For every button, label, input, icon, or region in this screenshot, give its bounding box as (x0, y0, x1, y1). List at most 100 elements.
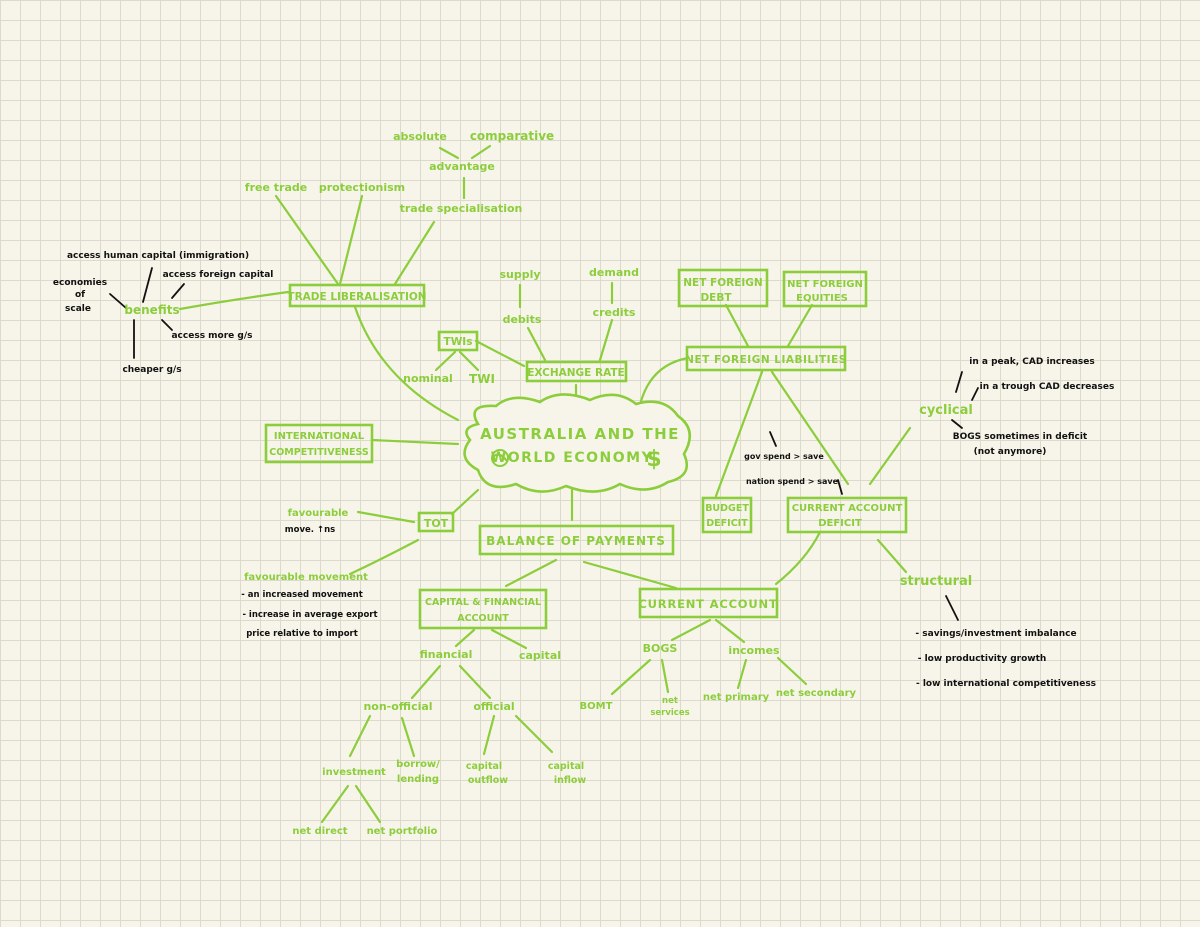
globe-icon-detail (492, 453, 508, 462)
non-official-label: non-official (363, 700, 432, 713)
tot-bullet-2b: price relative to import (246, 629, 358, 639)
access-human-capital-label: access human capital (immigration) (67, 251, 249, 261)
line-tot-favourable (356, 510, 416, 524)
line-nonoff-invest (348, 714, 372, 758)
budget-deficit-line2: DEFICIT (706, 518, 748, 529)
nation-spend-note: nation spend > save (746, 477, 839, 486)
trade-liberalisation-box (288, 283, 426, 308)
current-account-title: CURRENT ACCOUNT (638, 597, 777, 611)
line-trade-protect (338, 194, 364, 286)
bop-title: BALANCE OF PAYMENTS (486, 534, 666, 548)
financial-label: financial (420, 648, 473, 661)
line-twis-twi (458, 350, 480, 372)
capital-financial-account-box (418, 588, 548, 630)
structural-item-3: - low international competitiveness (916, 679, 1096, 689)
line-bop-ca (582, 560, 678, 590)
cyclical-bogs-note-1: BOGS sometimes in deficit (953, 432, 1088, 442)
line-ca-bogs (670, 618, 712, 642)
cyclical-bogs-note-2: (not anymore) (974, 447, 1047, 457)
capital-inflow-1: capital (548, 761, 584, 772)
line-ex-twis (474, 339, 526, 368)
net-secondary-label: net secondary (776, 688, 857, 699)
protectionism-label: protectionism (319, 181, 405, 194)
line-bogs-services (660, 658, 670, 694)
line-invest-direct (320, 784, 350, 824)
cyclical-trough-note: in a trough CAD decreases (980, 382, 1115, 392)
economies-label-1: economies (53, 278, 107, 288)
supply-label: supply (499, 268, 540, 281)
caa-line2: ACCOUNT (457, 613, 509, 624)
trade-specialisation-label: trade specialisation (400, 202, 523, 215)
line-center-trade (353, 305, 460, 422)
gov-spend-note: gov spend > save (744, 452, 824, 461)
line-ca-incomes (714, 618, 746, 644)
line-adv-abs (438, 146, 460, 160)
line-caa-capital (490, 628, 528, 650)
cheaper-gs-label: cheaper g/s (122, 365, 181, 375)
nominal-label: nominal (403, 372, 453, 385)
line-ex-debits (526, 326, 547, 362)
incomes-label: incomes (728, 644, 780, 657)
tot-favourable-sub: move. ↑ns (285, 525, 335, 535)
advantage-label: advantage (429, 160, 495, 173)
line-inc-secondary (776, 656, 808, 686)
structural-item-2: - low productivity growth (918, 654, 1047, 664)
net-foreign-equities-line1: NET FOREIGN (787, 279, 863, 290)
borrow-label-1: borrow/ (396, 759, 440, 770)
budget-deficit-box (701, 496, 753, 534)
connectors (178, 144, 912, 824)
credits-label: credits (593, 306, 636, 319)
caa-line1: CAPITAL & FINANCIAL (425, 597, 541, 608)
line-nonoff-borrow (400, 716, 416, 758)
cyclical-peak-note: in a peak, CAD increases (969, 357, 1094, 367)
bogs-label: BOGS (643, 642, 678, 655)
capital-inflow-2: inflow (554, 775, 587, 786)
line-ex-credits (598, 318, 614, 362)
line-cad-structural (876, 538, 908, 574)
center-title-line1: AUSTRALIA AND THE (480, 425, 680, 443)
line-center-nfl (638, 356, 690, 407)
current-account-box (638, 587, 779, 619)
trade-liberalisation-title: TRADE LIBERALISATION (287, 291, 426, 303)
exchange-rate-box (525, 360, 628, 383)
capital-outflow-1: capital (466, 761, 502, 772)
net-direct-label: net direct (292, 826, 347, 837)
line-fin-nonoff (410, 664, 442, 700)
line-off-out (482, 714, 496, 756)
twi-label: TWI (469, 372, 495, 386)
line-nfl-cad (770, 370, 850, 486)
debits-label: debits (503, 313, 542, 326)
international-competitiveness-box (264, 423, 374, 464)
line-invest-portfolio (354, 784, 382, 824)
line-cad-ca (774, 530, 822, 586)
net-foreign-equities-box (782, 270, 868, 308)
net-foreign-equities-line2: EQUITIES (796, 293, 848, 304)
line-tot-movement (348, 538, 420, 576)
net-portfolio-label: net portfolio (367, 826, 438, 837)
net-foreign-debt-line1: NET FOREIGN (683, 277, 762, 289)
dollar-icon: $ (646, 447, 661, 472)
economies-label-2: of (75, 290, 85, 300)
line-bop-caa (504, 558, 558, 588)
official-label: official (473, 700, 514, 713)
center-cloud (463, 393, 692, 493)
capital-outflow-2: outflow (468, 775, 508, 786)
free-trade-label: free trade (245, 181, 307, 194)
tot-favourable-label: favourable (288, 508, 349, 519)
net-foreign-debt-box (677, 268, 769, 308)
line-trade-benefits (178, 290, 290, 311)
access-foreign-capital-label: access foreign capital (163, 270, 274, 280)
access-more-gs-label: access more g/s (171, 331, 252, 341)
tot-bullet-1: - an increased movement (241, 590, 363, 600)
nfl-title: NET FOREIGN LIABILITIES (685, 354, 847, 366)
structural-item-1: - savings/investment imbalance (915, 629, 1076, 639)
net-services-1: net (662, 696, 678, 706)
cyclical-label: cyclical (919, 403, 973, 418)
line-twis-nominal (434, 350, 457, 372)
favourable-movement-label: favourable movement (244, 572, 368, 583)
line-center-tot (450, 488, 480, 516)
tot-label: TOT (424, 517, 449, 530)
borrow-label-2: lending (397, 774, 439, 785)
tot-bullet-2: - increase in average export (242, 610, 377, 620)
